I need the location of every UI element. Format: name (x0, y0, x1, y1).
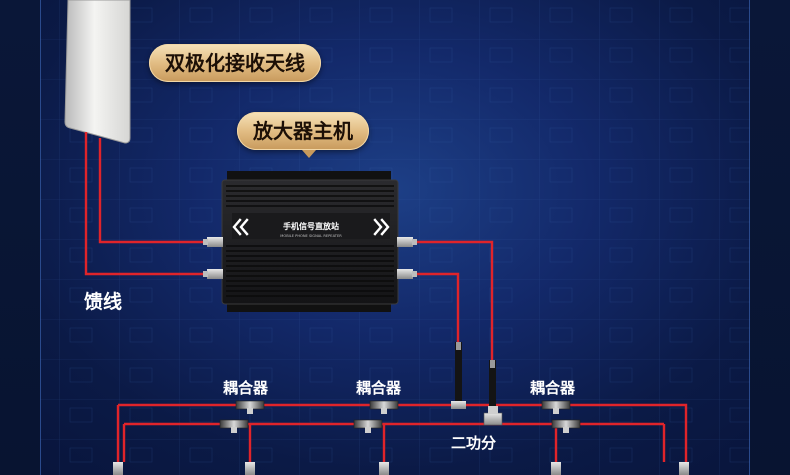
double-chevron-left-icon (232, 218, 249, 236)
right-frame-panel (749, 0, 790, 475)
device-label-band (232, 213, 390, 239)
feeder-line-lower (84, 132, 210, 276)
antenna-label-pill: 双极化接收天线 (149, 44, 321, 82)
coupler-unit (219, 419, 249, 433)
antenna-stub (679, 462, 689, 475)
feeder-line-upper (98, 138, 210, 244)
feeder-label: 馈线 (84, 291, 123, 313)
device-port-right-upper (397, 237, 417, 247)
splitter-cable-right (489, 360, 496, 415)
splitter-cable-left (451, 342, 466, 409)
double-chevron-right-icon (373, 218, 390, 236)
antenna-stub (551, 462, 561, 475)
antenna-stub (379, 462, 389, 475)
coupler-unit (369, 400, 399, 414)
power-splitter (483, 406, 503, 426)
antenna-stub (245, 462, 255, 475)
coupler-unit (353, 419, 383, 433)
device-port-right-lower (397, 269, 417, 279)
device-title-cn: 手机信号直放站 (283, 221, 339, 231)
device-title-en: MOBILE PHONE SIGNAL REPEATER (280, 234, 342, 238)
coupler-label-2: 耦合器 (356, 379, 402, 397)
coupler-label-3: 耦合器 (530, 379, 576, 397)
coupler-unit (235, 400, 265, 414)
antenna-stub (113, 462, 123, 475)
amplifier-device: 手机信号直放站 MOBILE PHONE SIGNAL REPEATER (203, 171, 417, 312)
coupler-label-1: 耦合器 (223, 379, 269, 397)
amplifier-pill-pointer (302, 150, 316, 158)
device-port-left-lower (203, 269, 223, 279)
output-line-lower (410, 272, 460, 342)
device-heat-fins (226, 185, 394, 297)
amplifier-label-pill: 放大器主机 (237, 112, 369, 150)
device-bottom-flange (227, 301, 391, 312)
distribution-line-upper (118, 403, 688, 462)
splitter-label: 二功分 (451, 434, 497, 452)
coupler-unit (541, 400, 571, 414)
dual-polarized-antenna (64, 0, 131, 144)
output-line-upper (410, 240, 494, 360)
device-port-left-upper (203, 237, 223, 247)
coupler-unit (551, 419, 581, 433)
coupler-group (219, 400, 581, 433)
ceiling-antenna-stubs (113, 462, 689, 475)
device-top-flange (227, 171, 391, 181)
